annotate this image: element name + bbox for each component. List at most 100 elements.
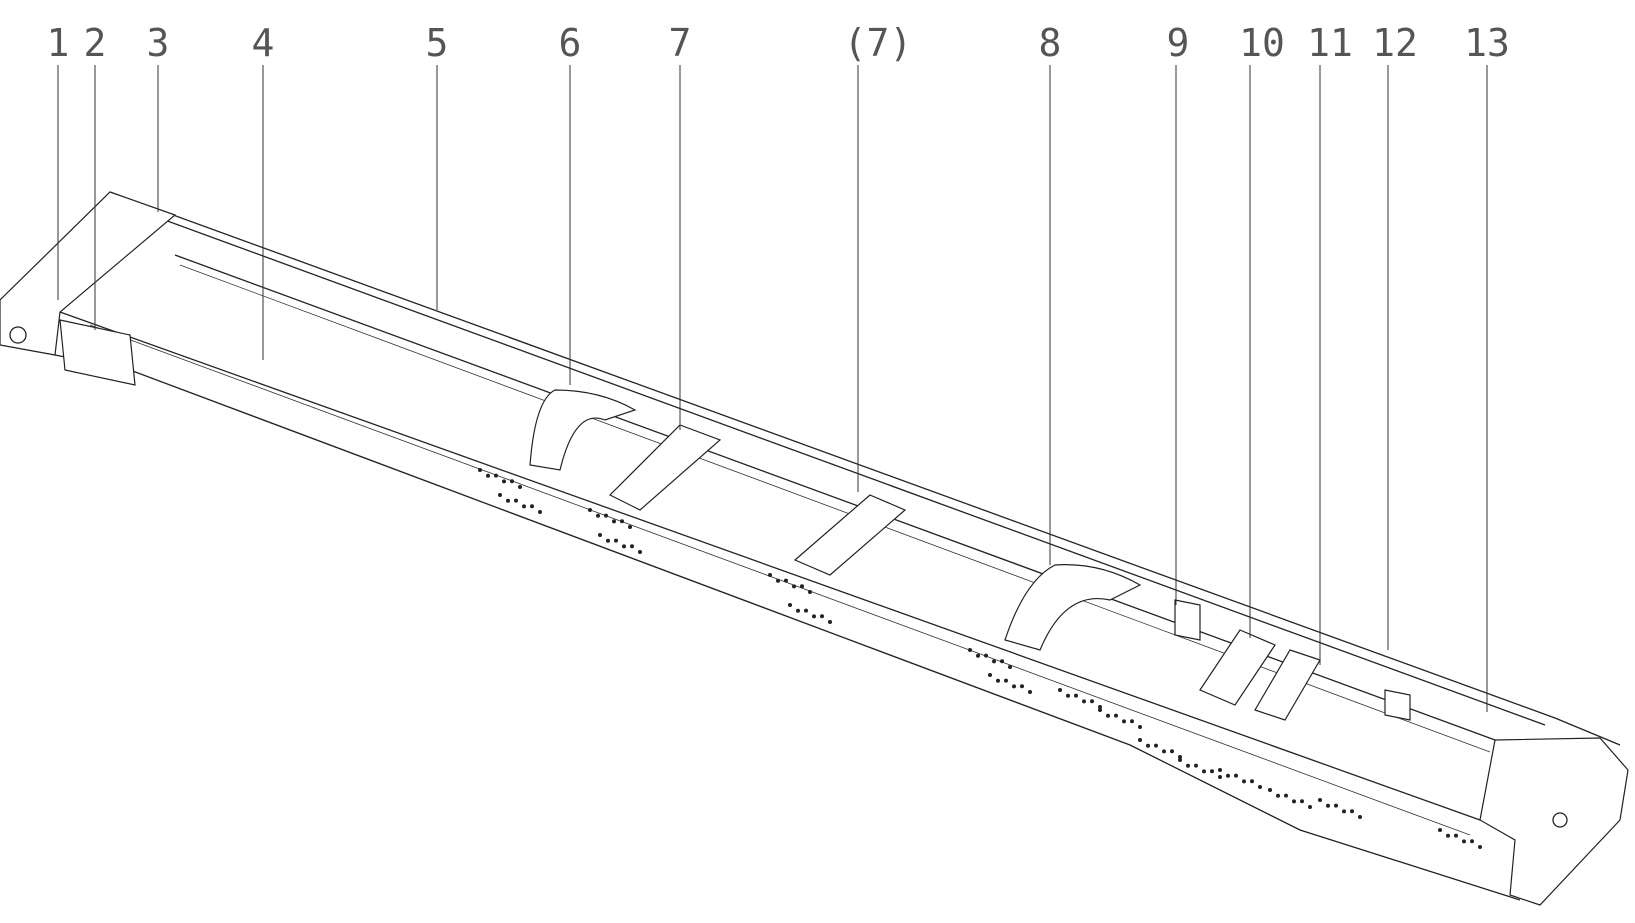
frame-hole (1074, 693, 1078, 698)
frame-hole (1186, 763, 1190, 768)
frame-hole (988, 673, 992, 677)
frame-hole (478, 468, 482, 472)
frame-hole (1276, 793, 1280, 798)
cross-members (529, 389, 1411, 721)
frame-hole (1292, 799, 1296, 804)
frame-hole (1462, 839, 1466, 844)
frame-hole (1000, 659, 1004, 664)
frame-hole (628, 525, 632, 529)
callout-12: 12 (1372, 21, 1418, 65)
frame-hole (1454, 833, 1458, 838)
frame-hole (1004, 678, 1008, 683)
frame-hole (518, 485, 522, 489)
frame-hole (1138, 738, 1142, 742)
callout-13: 13 (1464, 21, 1510, 65)
frame-hole (1194, 763, 1198, 768)
frame-hole (992, 659, 996, 664)
frame-hole (796, 608, 800, 613)
far-side-rail (109, 191, 1621, 753)
frame-hole (1066, 693, 1070, 698)
frame-hole (1098, 705, 1102, 709)
frame-hole (1350, 809, 1354, 814)
callout-9: 9 (1167, 21, 1190, 65)
frame-hole (1218, 775, 1222, 779)
frame-hole (1446, 833, 1450, 838)
callout-8: 8 (1039, 21, 1062, 65)
frame-hole (514, 498, 518, 503)
frame-hole (1242, 779, 1246, 784)
frame-hole (1012, 684, 1016, 689)
frame-hole (1202, 769, 1206, 774)
frame-hole (1268, 788, 1272, 792)
frame-hole (538, 510, 542, 514)
callout-7: 7 (669, 21, 692, 65)
frame-hole (792, 584, 796, 589)
frame-hole (812, 614, 816, 619)
frame-hole (1308, 805, 1312, 809)
frame-hole (788, 603, 792, 607)
frame-hole (1342, 809, 1346, 814)
frame-hole (622, 544, 626, 549)
frame-hole (1138, 725, 1142, 729)
frame-hole (638, 550, 642, 554)
frame-hole (1258, 785, 1262, 789)
frame-hole (494, 473, 498, 478)
frame-hole (620, 519, 624, 524)
callout-11: 11 (1307, 21, 1353, 65)
frame-hole (976, 653, 980, 658)
callout-labels: 1 2 3 4 5 6 7 (7) 8 9 10 11 12 13 (47, 21, 1510, 65)
callout-1: 1 (47, 21, 70, 65)
frame-hole (1470, 839, 1474, 844)
frame-hole (498, 493, 502, 497)
frame-hole (1162, 749, 1166, 754)
frame-hole (1358, 815, 1362, 819)
frame-hole (996, 678, 1000, 683)
frame-hole (1098, 708, 1102, 712)
frame-hole (614, 538, 618, 543)
frame-hole (1170, 749, 1174, 754)
frame-hole (828, 620, 832, 624)
frame-hole (804, 608, 808, 613)
frame-hole (1284, 793, 1288, 798)
frame-hole (808, 590, 812, 594)
frame-hole (776, 578, 780, 583)
frame-hole (612, 519, 616, 524)
near-side-rail (54, 311, 1561, 901)
frame-hole (1058, 688, 1062, 692)
callout-2: 2 (84, 21, 107, 65)
frame-hole (1146, 743, 1150, 748)
frame-hole (1028, 690, 1032, 694)
frame-hole (486, 473, 490, 478)
frame-hole (784, 578, 788, 583)
frame-hole (1008, 665, 1012, 669)
frame-hole (1250, 779, 1254, 784)
frame-hole (598, 533, 602, 537)
frame-hole (1226, 773, 1230, 778)
frame-hole (1130, 719, 1134, 724)
frame-hole (1438, 828, 1442, 832)
frame-hole (1478, 845, 1482, 849)
callout-3: 3 (147, 21, 170, 65)
frame-hole (1178, 758, 1182, 762)
frame-hole (1154, 743, 1158, 748)
frame-hole (606, 538, 610, 543)
frame-hole (1210, 769, 1214, 774)
frame-hole (1218, 768, 1222, 772)
frame-hole (502, 479, 506, 484)
leader-lines (57, 65, 1488, 712)
frame-hole (1300, 799, 1304, 804)
frame-hole (596, 513, 600, 518)
callout-4: 4 (252, 21, 275, 65)
frame-hole (1178, 755, 1182, 759)
frame-hole (604, 513, 608, 518)
frame-hole (530, 504, 534, 509)
frame-hole (1106, 713, 1110, 718)
frame-hole (510, 479, 514, 484)
frame-hole (1318, 798, 1322, 802)
frame-hole (1326, 803, 1330, 808)
frame-hole (1090, 699, 1094, 704)
callout-7-alt: (7) (844, 21, 913, 65)
frame-hole (1334, 803, 1338, 808)
